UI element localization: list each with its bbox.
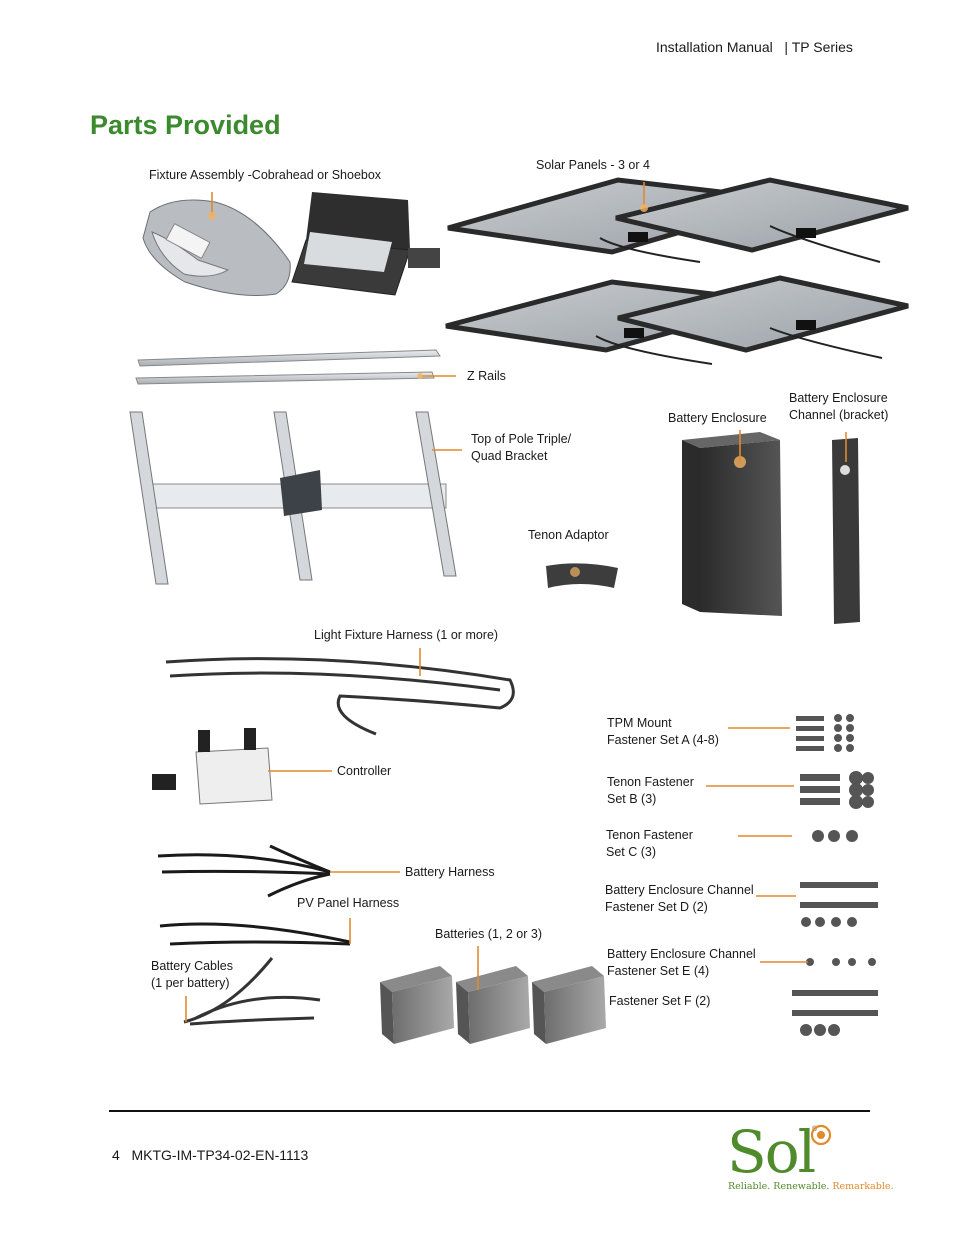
fastener-callouts xyxy=(706,727,808,963)
light-fixture-harness-image xyxy=(165,657,515,736)
shoebox-fixture-image xyxy=(291,192,440,296)
label-z-rails: Z Rails xyxy=(467,369,506,383)
label-fixture-assembly: Fixture Assembly -Cobrahead or Shoebox xyxy=(149,168,382,182)
label-fastener-f: Fastener Set F (2) xyxy=(609,994,711,1008)
solar-panels-image xyxy=(445,177,909,365)
header-doc-title: Installation Manual xyxy=(656,39,773,55)
battery-enclosure-channel-image xyxy=(832,438,860,624)
footer-doc-info: 4 MKTG-IM-TP34-02-EN-1113 xyxy=(112,1147,308,1163)
batteries-image xyxy=(380,966,606,1044)
cobrahead-fixture-image xyxy=(142,199,291,296)
sol-logo: Sol xyxy=(727,1118,816,1186)
tenon-adaptor-image xyxy=(546,563,618,588)
header-series: TP Series xyxy=(791,39,853,55)
z-rails-image xyxy=(135,349,441,385)
page-title: Parts Provided xyxy=(90,110,281,140)
doc-code: MKTG-IM-TP34-02-EN-1113 xyxy=(131,1147,309,1163)
label-light-fixture-harness: Light Fixture Harness (1 or more) xyxy=(314,628,499,642)
label-battery-enclosure: Battery Enclosure xyxy=(668,411,767,425)
logo-tagline: Reliable. Renewable. Remarkable. xyxy=(728,1181,894,1192)
page-header: Installation Manual | TP Series xyxy=(656,39,853,55)
battery-harness-image xyxy=(157,844,331,898)
label-solar-panels: Solar Panels - 3 or 4 xyxy=(536,158,650,172)
label-pv-panel-harness: PV Panel Harness xyxy=(297,896,400,910)
label-batteries: Batteries (1, 2 or 3) xyxy=(435,927,542,941)
battery-enclosure-image xyxy=(682,432,782,616)
controller-image xyxy=(152,728,273,805)
battery-cables-image xyxy=(183,957,321,1026)
sun-icon xyxy=(810,1124,832,1146)
label-battery-cables: Battery Cables(1 per battery) xyxy=(151,959,233,990)
top-pole-bracket-image xyxy=(129,411,457,585)
footer-rule xyxy=(109,1110,870,1112)
page-number: 4 xyxy=(112,1147,120,1163)
header-separator: | xyxy=(784,39,789,55)
label-controller: Controller xyxy=(337,764,392,778)
fastener-sets-image xyxy=(792,714,878,1036)
label-battery-harness: Battery Harness xyxy=(405,865,495,879)
label-top-of-pole-bracket: Top of Pole Triple/Quad Bracket xyxy=(471,432,572,463)
label-tenon-adaptor: Tenon Adaptor xyxy=(528,528,609,542)
pv-panel-harness-image xyxy=(159,922,351,946)
